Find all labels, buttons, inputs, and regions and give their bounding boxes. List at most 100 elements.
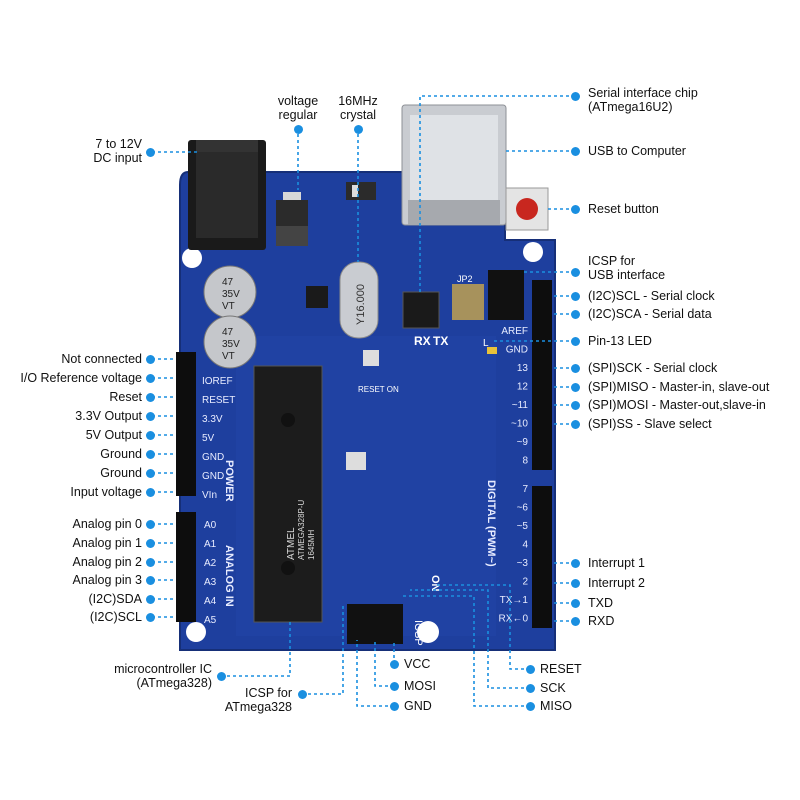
power-pin-label: IOREF [202,376,233,387]
leader-dot [571,205,580,214]
leader-dot [526,702,535,711]
ground2-label: Ground [100,466,142,480]
a5-scl-label: (I2C)SCL [89,610,142,624]
leader-dot [217,672,226,681]
leader-dot [298,690,307,699]
digital-pin-label: ~11 [512,400,529,411]
mounting-hole [182,248,202,268]
mosi-label: (SPI)MOSI - Master-out,slave-in [588,398,766,412]
crystal-label-callout: 16MHz crystal [338,94,378,122]
digital-pin-label: 13 [517,363,529,374]
digital-pin-label: ~3 [517,558,529,569]
digital-pin-label: 4 [522,540,528,551]
svg-text:ICSP: ICSP [412,620,424,646]
leader-dot [571,420,580,429]
reset-label: Reset [109,390,142,404]
digital-pin-label: AREF [501,326,528,337]
svg-text:35V: 35V [222,289,240,300]
svg-text:JP2: JP2 [457,274,473,284]
a4-sda-label: (I2C)SDA [88,592,142,606]
leader-dot [146,469,155,478]
power-pin-label: GND [202,471,224,482]
txd-label: TXD [588,596,613,610]
crystal-16mhz [339,261,379,339]
interrupt2-label: Interrupt 2 [588,576,645,590]
digital-pin-label: ~10 [511,419,528,430]
icsp-atmega328-header [347,604,403,644]
svg-text:ANALOG IN: ANALOG IN [223,545,235,607]
digital-pin-label: GND [506,345,528,356]
svg-text:RX: RX [414,334,431,348]
icsp328-label: ICSP for ATmega328 [224,686,292,714]
leader-dot [526,684,535,693]
leader-dot [390,702,399,711]
power-pin-label: 3.3V [202,414,223,425]
svg-text:POWER: POWER [223,460,235,502]
leader-dot [146,613,155,622]
atmega16u2-chip [402,291,440,329]
leader-dot [146,393,155,402]
power-pin-label: GND [202,452,224,463]
analog-pin-label: A1 [204,539,217,550]
leader-dot [571,599,580,608]
leader-dot [146,431,155,440]
analog1-label: Analog pin 1 [72,536,142,550]
digital-pin-label: 8 [522,456,528,467]
reset-button-label: Reset button [588,202,659,216]
analog-pin-label: A4 [204,596,217,607]
atmega328-chip [253,365,323,623]
svg-text:TX: TX [433,334,448,348]
leader-dot [571,310,580,319]
power-pin-label: VIn [202,490,217,501]
leader-dot [571,617,580,626]
leader-dot [526,665,535,674]
digital-pin-label: TX→1 [500,595,529,606]
analog-pin-label: A2 [204,558,217,569]
leader-dot [146,412,155,421]
analog0-label: Analog pin 0 [72,517,142,531]
svg-text:RESET ON: RESET ON [358,385,399,394]
not-connected-label: Not connected [61,352,142,366]
leader-dot [146,450,155,459]
mounting-hole [417,621,439,643]
leader-dot [571,92,580,101]
svg-text:ON: ON [429,575,441,592]
svg-text:47: 47 [222,277,234,288]
leader-dot [146,558,155,567]
voltage-regulator [276,192,308,246]
leader-dot [294,125,303,134]
out5-label: 5V Output [85,428,142,442]
analog2-label: Analog pin 2 [72,555,142,569]
digital-pin-label: 12 [517,382,529,393]
leader-dot [146,488,155,497]
power-pin-label: 5V [202,433,215,444]
leader-dot [146,576,155,585]
mosi-bottom-label: MOSI [404,679,436,693]
svg-text:VT: VT [222,301,235,312]
leader-dot [571,364,580,373]
pin13-led-label: Pin-13 LED [588,334,652,348]
svg-text:ATMEGA328P-U: ATMEGA328P-U [297,499,306,560]
svg-text:VT: VT [222,351,235,362]
mcu-label: microcontroller IC (ATmega328) [114,662,212,690]
analog-pin-label: A0 [204,520,217,531]
svg-text:47: 47 [222,327,234,338]
ss-label: (SPI)SS - Slave select [588,417,712,431]
analog3-label: Analog pin 3 [72,573,142,587]
gnd-bottom-label: GND [404,699,432,713]
leader-dot [146,148,155,157]
digital-pin-label: ~5 [517,521,529,532]
leader-dot [390,682,399,691]
leader-dot [571,559,580,568]
miso-bottom-label: MISO [540,699,572,713]
leader-dot [146,539,155,548]
leader-dot [571,292,580,301]
sck-label: (SPI)SCK - Serial clock [588,361,718,375]
leader-dot [571,268,580,277]
digital-pin-label: ~9 [517,437,529,448]
out33-label: 3.3V Output [75,409,142,423]
svg-text:ATMEL: ATMEL [286,527,297,560]
leader-dot [571,337,580,346]
analog-pin-label: A5 [204,615,217,626]
